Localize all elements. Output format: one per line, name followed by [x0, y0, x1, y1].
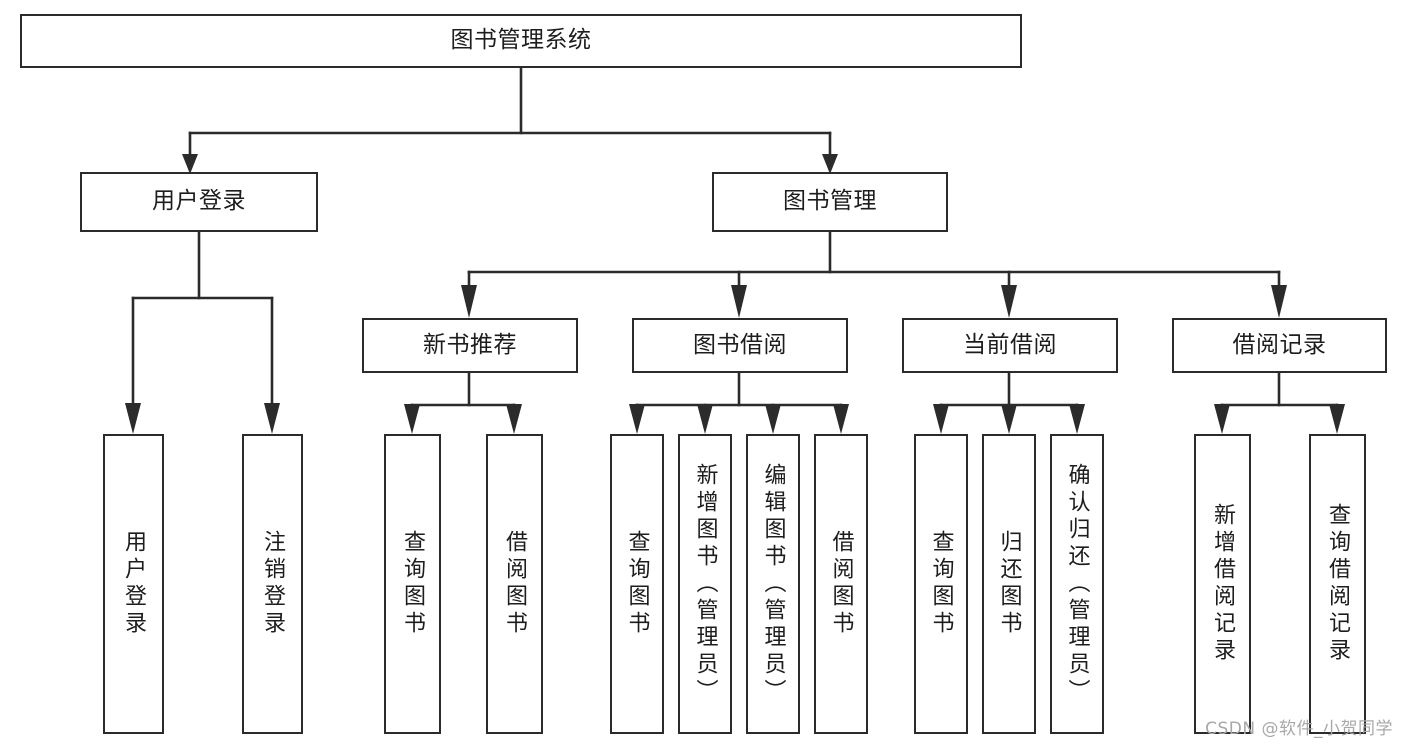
node-leaf-borrow-query-label: 查询图书 [624, 530, 650, 638]
node-leaf-newbook-query-label: 查询图书 [400, 530, 426, 638]
arrowhead-icon [404, 404, 420, 434]
node-leaf-current-query-label: 查询图书 [928, 530, 954, 638]
node-current-borrow-label: 当前借阅 [963, 331, 1057, 358]
node-borrow-record[interactable]: 借阅记录 [1172, 318, 1387, 373]
node-leaf-record-add[interactable]: 新增借阅记录 [1194, 434, 1251, 734]
node-leaf-newbook-borrow-label: 借阅图书 [502, 530, 528, 638]
node-new-book-recommend[interactable]: 新书推荐 [362, 318, 578, 373]
node-leaf-record-add-label: 新增借阅记录 [1210, 503, 1236, 665]
node-book-borrow-label: 图书借阅 [693, 331, 787, 358]
node-new-book-recommend-label: 新书推荐 [423, 331, 517, 358]
node-leaf-borrow-book-label: 借阅图书 [828, 530, 854, 638]
arrowhead-icon [1214, 404, 1230, 434]
node-leaf-borrow-book[interactable]: 借阅图书 [814, 434, 868, 734]
arrow-heads [125, 154, 1345, 434]
arrowhead-icon [1069, 404, 1085, 434]
arrowhead-icon [1271, 285, 1287, 318]
node-leaf-current-return[interactable]: 归还图书 [982, 434, 1036, 734]
node-leaf-borrow-edit-label: 编辑图书（管理员） [760, 462, 786, 706]
arrowhead-icon [731, 285, 747, 318]
node-leaf-borrow-add-label: 新增图书（管理员） [692, 462, 718, 706]
arrowhead-icon [833, 404, 849, 434]
arrowhead-icon [1329, 404, 1345, 434]
arrowhead-icon [697, 404, 713, 434]
node-leaf-user-login-label: 用户登录 [121, 530, 147, 638]
node-leaf-borrow-add[interactable]: 新增图书（管理员） [678, 434, 732, 734]
arrowhead-icon [506, 404, 522, 434]
node-leaf-record-query[interactable]: 查询借阅记录 [1309, 434, 1366, 734]
arrowhead-icon [264, 403, 280, 434]
node-leaf-current-confirm-return[interactable]: 确认归还（管理员） [1050, 434, 1104, 734]
arrowhead-icon [1001, 285, 1017, 318]
node-root-label: 图书管理系统 [450, 27, 592, 54]
arrowhead-icon [182, 154, 198, 174]
node-book-management[interactable]: 图书管理 [712, 172, 948, 232]
node-borrow-record-label: 借阅记录 [1232, 331, 1327, 358]
node-user-login-label: 用户登录 [152, 188, 246, 215]
node-leaf-borrow-edit[interactable]: 编辑图书（管理员） [746, 434, 800, 734]
node-book-management-label: 图书管理 [783, 188, 877, 215]
node-leaf-current-return-label: 归还图书 [996, 530, 1022, 638]
node-leaf-logout[interactable]: 注销登录 [242, 434, 303, 734]
arrowhead-icon [765, 404, 781, 434]
node-leaf-current-query[interactable]: 查询图书 [914, 434, 968, 734]
node-leaf-newbook-borrow[interactable]: 借阅图书 [486, 434, 543, 734]
node-leaf-logout-label: 注销登录 [260, 530, 286, 638]
arrowhead-icon [125, 403, 141, 434]
arrowhead-icon [1001, 404, 1017, 434]
arrowhead-icon [822, 154, 838, 174]
node-leaf-record-query-label: 查询借阅记录 [1325, 503, 1351, 665]
node-current-borrow[interactable]: 当前借阅 [902, 318, 1118, 373]
node-leaf-current-confirm-return-label: 确认归还（管理员） [1064, 462, 1090, 706]
arrowhead-icon [629, 404, 645, 434]
node-book-borrow[interactable]: 图书借阅 [632, 318, 848, 373]
node-root-system[interactable]: 图书管理系统 [20, 14, 1022, 68]
arrowhead-icon [933, 404, 949, 434]
node-leaf-borrow-query[interactable]: 查询图书 [610, 434, 664, 734]
node-leaf-user-login[interactable]: 用户登录 [103, 434, 164, 734]
node-leaf-newbook-query[interactable]: 查询图书 [384, 434, 441, 734]
node-user-login[interactable]: 用户登录 [80, 172, 318, 232]
arrowhead-icon [461, 285, 477, 318]
